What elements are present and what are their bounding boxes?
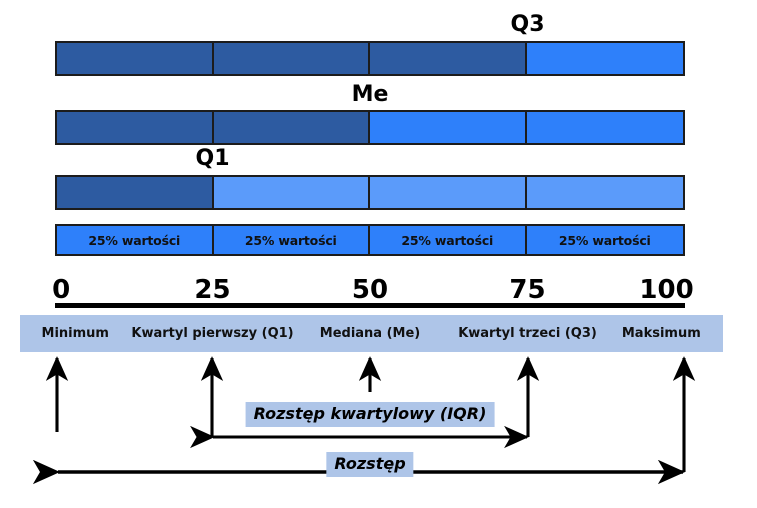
percent-segment-4: 25% wartości [526, 226, 683, 254]
scale-tick-25: 25 [194, 275, 231, 305]
q1-bar-segment-3 [370, 177, 527, 208]
description-label-3: Kwartyl trzeci (Q3) [458, 326, 597, 341]
median-bar-segment-4 [526, 112, 683, 143]
description-band [20, 315, 723, 352]
description-label-0: Minimum [41, 326, 109, 341]
total-range-tag: Rozstęp [326, 452, 414, 478]
percent-row: 25% wartości 25% wartości 25% wartości 2… [55, 224, 685, 256]
description-label-4: Maksimum [621, 326, 701, 341]
median-bar-segment-3 [370, 112, 527, 143]
q3-bar [55, 41, 685, 76]
q1-bar [55, 175, 685, 210]
percent-segment-2: 25% wartości [213, 226, 370, 254]
q1-marker-label: Q1 [195, 146, 230, 171]
scale-tick-0: 0 [52, 275, 71, 305]
q3-marker-label: Q3 [510, 12, 545, 37]
median-marker-label: Me [351, 82, 389, 107]
scale-tick-100: 100 [639, 275, 694, 305]
q3-bar-segment-3 [370, 43, 527, 74]
description-label-1: Kwartyl pierwszy (Q1) [131, 326, 294, 341]
q1-bar-segment-4 [526, 177, 683, 208]
q3-bar-segment-4 [526, 43, 683, 74]
description-label-2: Mediana (Me) [319, 326, 421, 341]
percent-segment-3: 25% wartości [370, 226, 527, 254]
q3-bar-segment-1 [57, 43, 214, 74]
iqr-range-tag: Rozstęp kwartylowy (IQR) [245, 402, 495, 428]
median-bar-segment-2 [213, 112, 370, 143]
axis-line [55, 303, 685, 308]
q1-bar-segment-1 [57, 177, 214, 208]
median-bar [55, 110, 685, 145]
q3-bar-segment-2 [213, 43, 370, 74]
median-bar-segment-1 [57, 112, 214, 143]
q1-bar-segment-2 [213, 177, 370, 208]
percent-segment-1: 25% wartości [57, 226, 214, 254]
scale-tick-50: 50 [351, 275, 389, 305]
scale-tick-75: 75 [509, 275, 546, 305]
